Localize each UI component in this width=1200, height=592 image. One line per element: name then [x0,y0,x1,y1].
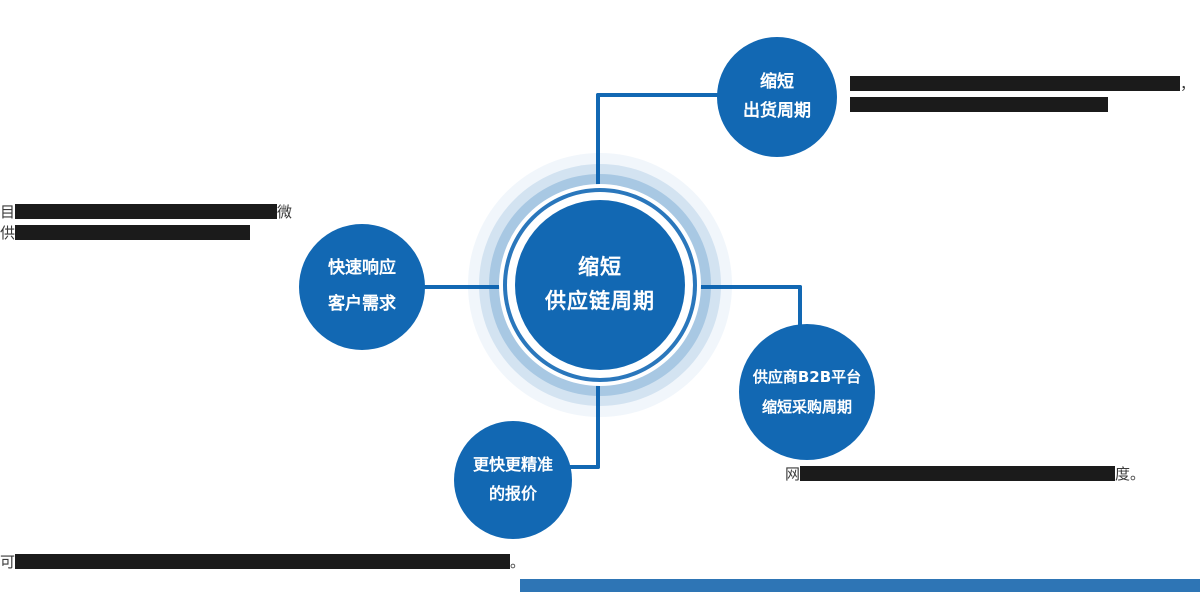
annotation-fragment: 微 [277,203,293,221]
annotation-line: 可。 [0,552,525,573]
annotation-bottom-left: 可。 [0,552,525,573]
annotation-top-right: ， [850,74,1195,116]
connector-bottom-vertical [596,368,600,469]
redacted-text-bar [15,225,251,240]
node-label-line1: 缩短 [760,72,794,93]
node-label-line1: 供应商B2B平台 [752,368,862,386]
redacted-text-bar [15,554,511,569]
hub-label-line2: 供应链周期 [545,289,655,313]
bottom-section-bar [520,579,1200,592]
annotation-fragment: ， [1180,75,1196,93]
connector-right-vertical [798,285,802,330]
annotation-fragment: 供 [0,224,16,242]
redacted-text-bar [850,76,1180,91]
annotation-fragment: 。 [510,553,526,571]
annotation-left: 目微 供 [0,202,292,244]
node-label-line2: 出货周期 [743,101,811,121]
node-label-line2: 的报价 [488,484,537,503]
redacted-text-bar [850,97,1108,112]
annotation-line: 供 [0,223,292,244]
connector-bottom-horizontal [563,465,600,469]
node-label-line1: 更快更精准 [472,455,553,475]
node-circle-supplier-b2b-platform: 供应商B2B平台 缩短采购周期 [739,324,875,460]
node-circle-shorten-shipping-cycle: 缩短 出货周期 [717,37,837,157]
connector-top-vertical [596,93,600,203]
annotation-fragment: 网 [785,465,801,483]
annotation-line: 网 度。 [785,464,1145,485]
annotation-fragment: 可 [0,553,16,571]
node-label-line2: 缩短采购周期 [761,398,852,416]
connector-left-horizontal [420,285,520,289]
node-label-line1: 快速响应 [328,258,396,279]
annotation-fragment: 度。 [1115,465,1146,483]
redacted-text-bar [15,204,278,219]
node-circle-fast-response-customer-needs: 快速响应 客户需求 [299,224,425,350]
redacted-text-bar [800,466,1116,481]
annotation-fragment: 目 [0,203,16,221]
annotation-line: ， [850,74,1195,95]
annotation-bottom-right: 网 度。 [785,464,1145,485]
annotation-line: 目微 [0,202,292,223]
connector-top-horizontal [596,93,721,97]
connector-right-horizontal [680,285,802,289]
hub-circle-shorten-supply-chain-cycle: 缩短 供应链周期 [515,200,685,370]
node-circle-faster-accurate-quotes: 更快更精准 的报价 [454,421,572,539]
annotation-line [850,95,1195,116]
hub-label-line1: 缩短 [578,255,622,280]
node-label-line2: 客户需求 [328,294,396,314]
